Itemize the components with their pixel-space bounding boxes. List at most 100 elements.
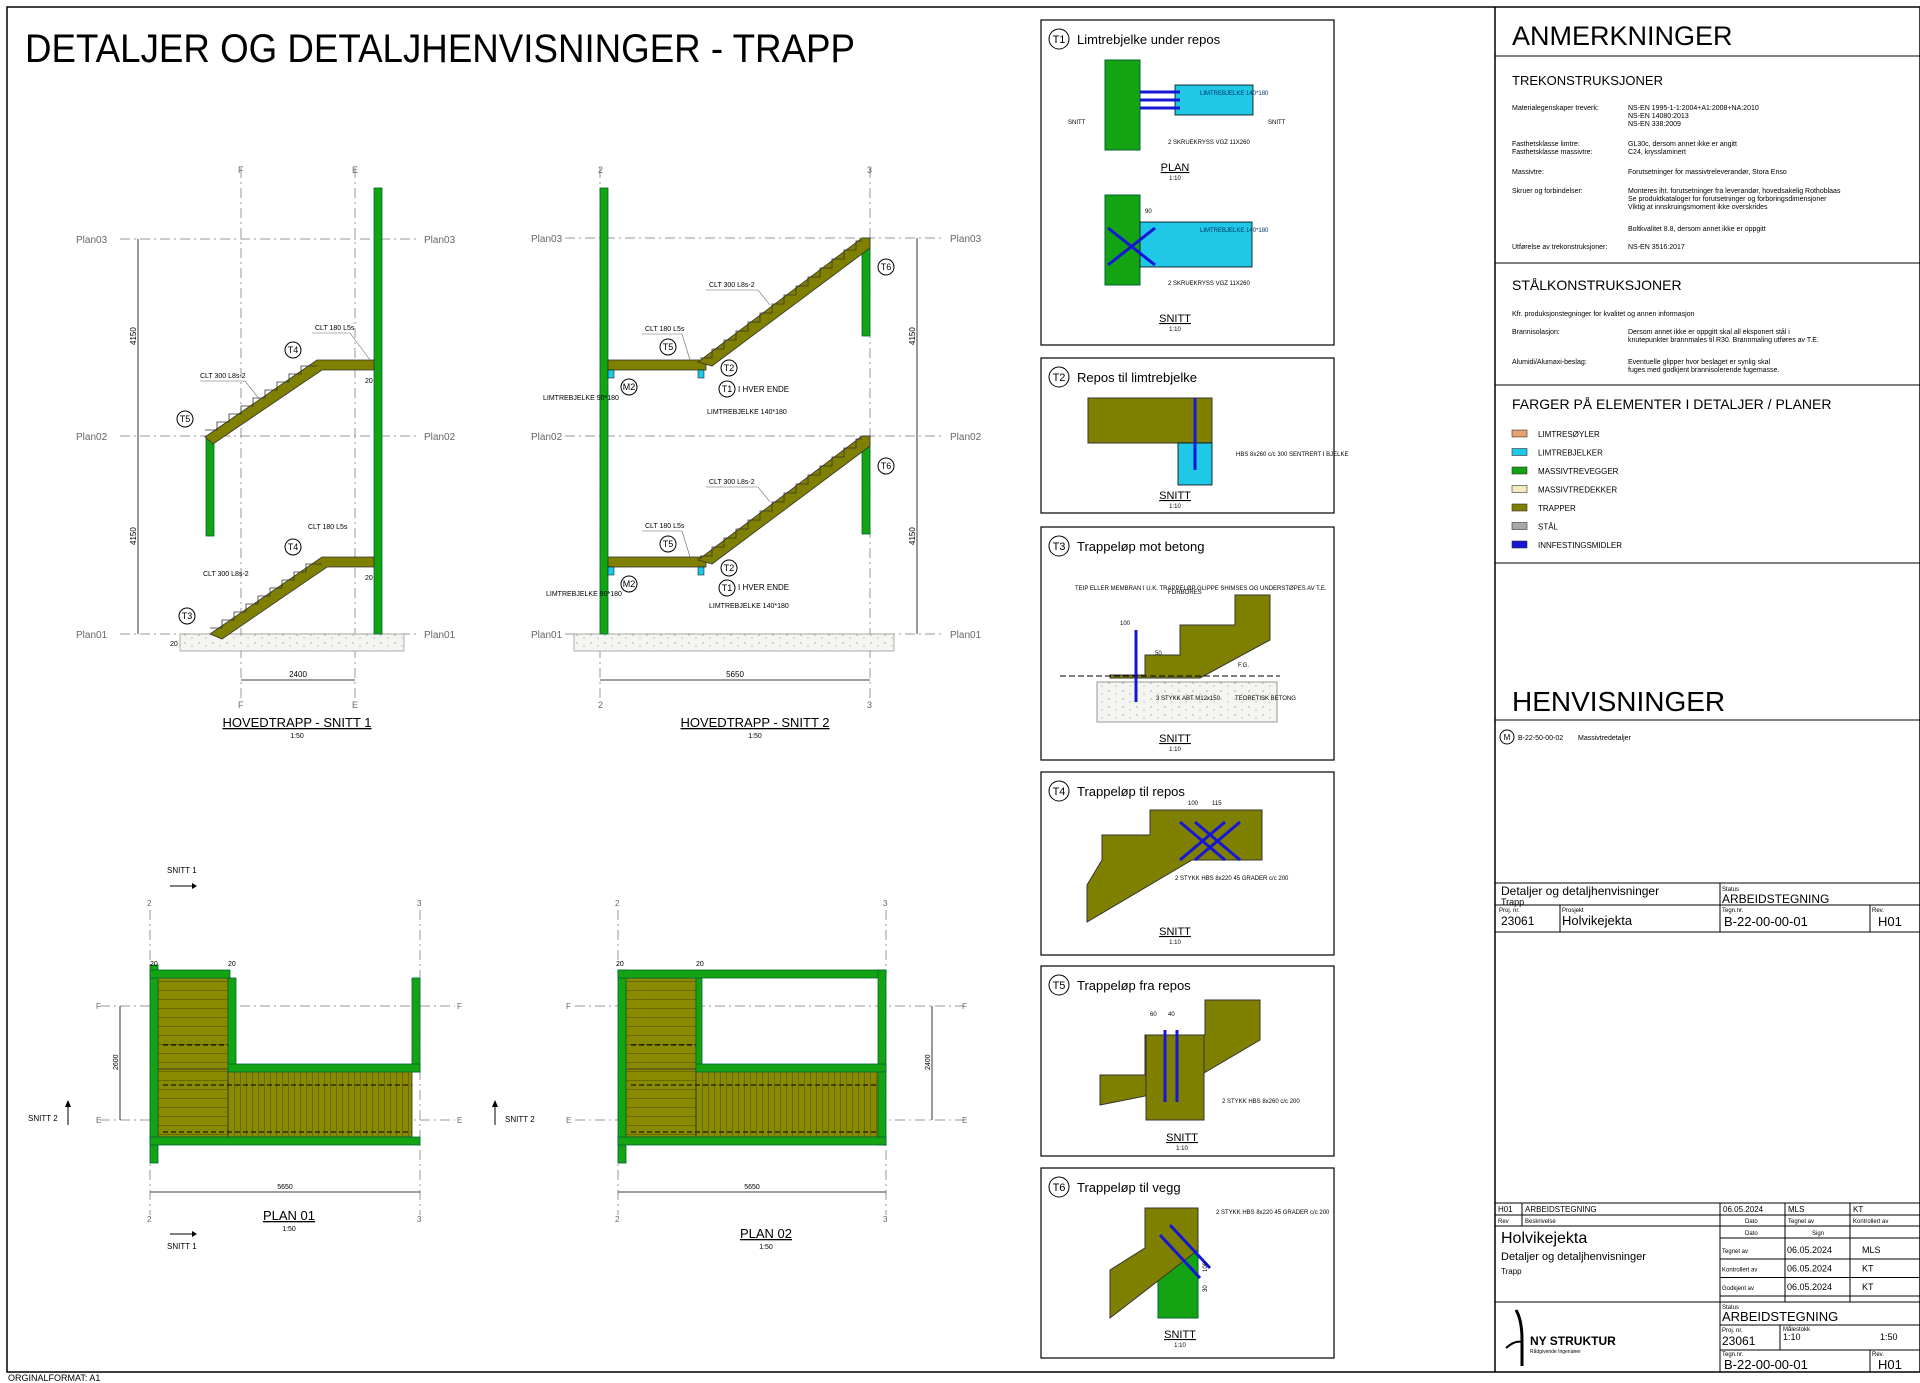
level-label: Plan01 [950, 630, 982, 641]
dim-width: 2400 [289, 670, 307, 679]
colors-title: FARGER PÅ ELEMENTER I DETALJER / PLANER [1512, 396, 1831, 412]
grid-label: F [96, 1002, 101, 1011]
dim-small: 20 [616, 961, 624, 968]
sub-header: Dato [1745, 1231, 1758, 1237]
view-title: HOVEDTRAPP - SNITT 2 [680, 715, 829, 730]
view-scale: 1:10 [1169, 747, 1181, 753]
grid-label: E [352, 165, 358, 175]
note-value: C24, krysslaminert [1628, 149, 1686, 156]
section-marker: SNITT [1068, 120, 1086, 126]
plan-02: 2 3 2 3 F F E E 2400 5650 20 20 SNITT 2 … [492, 899, 967, 1251]
clt-label: CLT 180 L5s [645, 523, 685, 530]
sheet-frame [6, 6, 1920, 1373]
rev-cell: KT [1853, 1205, 1863, 1214]
sub-header: Sign [1812, 1231, 1824, 1237]
section-marker: SNITT 2 [505, 1115, 535, 1124]
detail-t4: T4 Trappeløp til repos 100 115 2 STYKK H… [1040, 771, 1335, 956]
view-name: PLAN [1161, 162, 1190, 174]
rev-cell: 06.05.2024 [1723, 1205, 1764, 1214]
detail-tag: T1 [1053, 34, 1066, 46]
section-1: Plan03 Plan02 Plan01 Plan03 Plan02 Plan0… [76, 165, 456, 740]
label: Rev. [1872, 908, 1884, 914]
level-label: Plan01 [76, 630, 108, 641]
view-scale: 1:50 [748, 733, 762, 740]
dim-small: 20 [696, 961, 704, 968]
legend-swatch [1511, 503, 1528, 512]
level-label: Plan03 [76, 235, 108, 246]
legend-label: TRAPPER [1538, 504, 1576, 513]
view-scale: 1:10 [1169, 940, 1181, 946]
beam-label: LIMTREBJELKE 90*180 [546, 591, 622, 598]
grid-label: 3 [417, 899, 422, 908]
detail-tag: T2 [724, 563, 735, 573]
sig-key: Godkjent av [1722, 1286, 1754, 1292]
legend-label: LIMTREBJELKER [1538, 449, 1603, 458]
dim-small: 90 [1145, 209, 1152, 215]
dim-height: 2600 [113, 1054, 120, 1070]
dim-width: 5650 [277, 1184, 293, 1191]
detail-t2: T2 Repos til limtrebjelke HBS 8x260 c/c … [1040, 357, 1349, 514]
grid-label: 3 [867, 165, 872, 175]
section-marker: SNITT [1268, 120, 1286, 126]
grid-label: 2 [147, 1215, 152, 1224]
plan-01: 2 3 2 3 F F E E 2600 5650 20 20 SNITT 1 … [28, 866, 462, 1251]
detail-tag: T6 [881, 262, 892, 272]
note-each-end: I HVER ENDE [738, 583, 789, 592]
detail-t5: T5 Trappeløp fra repos 60 40 2 STYKK HBS… [1040, 965, 1335, 1157]
note-value: GL30c, dersom annet ikke er angitt [1628, 141, 1737, 148]
view-name: SNITT [1159, 926, 1191, 938]
detail-tag: T3 [1053, 541, 1066, 553]
grid-label: E [962, 1116, 967, 1125]
note-value: knutepunkter brannmales til R30. Brannma… [1628, 337, 1819, 344]
grid-label: E [96, 1116, 101, 1125]
references-title: HENVISNINGER [1512, 686, 1725, 717]
view-scale: 1:50 [759, 1244, 773, 1251]
grid-label: E [457, 1116, 462, 1125]
note-value: NS-EN 14080:2013 [1628, 113, 1689, 120]
clt-label: CLT 300 L8s-2 [203, 571, 249, 578]
note-value: Se produktkataloger for forutsetninger o… [1628, 196, 1827, 203]
view-title: HOVEDTRAPP - SNITT 1 [222, 715, 371, 730]
detail-t1: T1 Limtrebjelke under repos LIMTREBJELKE… [1040, 19, 1335, 346]
grid-label: 2 [598, 700, 603, 710]
rev-cell: H01 [1498, 1205, 1513, 1214]
dim-small: 20 [228, 961, 236, 968]
detail-tag: T3 [182, 611, 193, 621]
screw-note: 2 SKRUEKRYSS VGZ 11X260 [1168, 140, 1250, 146]
label: Rev. [1872, 1352, 1884, 1358]
legend-label: LIMTRESØYLER [1538, 430, 1600, 439]
level-label: Plan02 [531, 432, 563, 443]
reference-text: Massivtredetaljer [1578, 735, 1632, 742]
legend-label: MASSIVTREVEGGER [1538, 467, 1619, 476]
detail-title: Trappeløp fra repos [1077, 978, 1191, 993]
notes-title: ANMERKNINGER [1512, 21, 1733, 51]
project-name: Holvikejekta [1501, 1230, 1587, 1247]
rev-header: Beskrivelse [1525, 1219, 1556, 1225]
note-value: NS-EN 3516:2017 [1628, 244, 1685, 251]
grid-label: F [962, 1002, 967, 1011]
dim-height: 4150 [129, 527, 138, 545]
note: 3 STYKK ABT M12x150 [1156, 696, 1221, 702]
label: Proj. nr. [1499, 908, 1520, 914]
drawing-subtitle: Trapp [1501, 897, 1524, 907]
detail-tag: T4 [288, 345, 299, 355]
scale-value: 1:10 [1783, 1332, 1801, 1342]
legend-label: STÅL [1538, 523, 1559, 532]
company-logo: NY STRUKTUR Rådgivende Ingeniører [1505, 1309, 1616, 1366]
label: Status [1722, 887, 1739, 893]
company-subtitle: Rådgivende Ingeniører [1530, 1348, 1581, 1355]
clt-wall [373, 187, 383, 635]
view-name: SNITT [1159, 313, 1191, 325]
original-format: ORGINALFORMAT: A1 [8, 1373, 100, 1383]
detail-t3: T3 Trappeløp mot betong TEIP ELLER MEMBR… [1040, 526, 1335, 761]
clt-label: CLT 300 L8s-2 [200, 373, 246, 380]
view-scale: 1:10 [1169, 327, 1181, 333]
detail-tag: M2 [623, 382, 636, 392]
sig-sign: MLS [1862, 1245, 1881, 1255]
note-key: Brannisolasjon: [1512, 329, 1560, 336]
detail-tag: T4 [288, 542, 299, 552]
grid-label: 3 [417, 1215, 422, 1224]
dim-small: 50 [1155, 651, 1162, 657]
fastener-note: HBS 8x260 c/c 300 SENTRERT I BJELKE [1236, 452, 1349, 458]
legend-swatch [1511, 429, 1528, 438]
